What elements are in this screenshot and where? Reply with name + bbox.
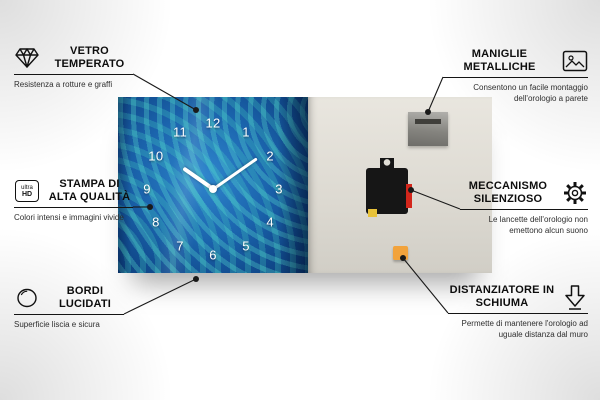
callout-vetro-temperato: VETRO TEMPERATO Resistenza a rotture e g… — [14, 45, 133, 91]
clock-number: 3 — [275, 181, 283, 197]
callout-description: Le lancette dell'orologio non emettono a… — [488, 215, 588, 235]
callout-rule — [460, 209, 588, 210]
callout-distanziatore-schiuma: DISTANZIATORE IN SCHIUMA Permette di man… — [448, 284, 588, 341]
clock-number: 10 — [148, 148, 164, 164]
callout-rule — [14, 314, 124, 315]
ultra-hd-text: HD — [21, 190, 33, 198]
gear-icon — [562, 180, 588, 206]
clock-minute-hand — [212, 157, 258, 191]
clock-number: 1 — [242, 124, 250, 140]
diamond-icon — [14, 47, 40, 69]
clock-number: 6 — [209, 247, 217, 263]
callout-rule — [448, 313, 588, 314]
clock-center-cap — [209, 185, 217, 193]
clock-mechanism — [366, 158, 412, 217]
callout-title: MECCANISMO SILENZIOSO — [468, 180, 548, 205]
leader-dot — [193, 276, 199, 282]
callout-description: Colori intensi e immagini vivide — [14, 213, 124, 222]
callout-title: BORDI LUCIDATI — [58, 285, 112, 310]
callout-description: Resistenza a rotture e graffi — [14, 80, 113, 89]
clock-number: 4 — [266, 214, 274, 230]
clock-number: 8 — [152, 214, 160, 230]
mechanism-hanger-hook — [380, 158, 394, 169]
callout-bordi-lucidati: BORDI LUCIDATI Superficie liscia e sicur… — [14, 285, 124, 331]
clock-number: 12 — [205, 115, 221, 131]
polished-edge-icon — [14, 287, 40, 309]
clock-number: 9 — [143, 181, 151, 197]
callout-meccanismo-silenzioso: MECCANISMO SILENZIOSO Le lancette dell'o… — [460, 180, 588, 237]
foam-spacer — [393, 246, 408, 260]
bracket-slot — [415, 119, 441, 124]
callout-description: Superficie liscia e sicura — [14, 320, 100, 329]
leader-line — [123, 278, 197, 315]
picture-frame-icon — [562, 50, 588, 72]
callout-title: MANIGLIE METALLICHE — [463, 48, 536, 73]
clock-number: 2 — [266, 148, 274, 164]
clock-number: 7 — [176, 238, 184, 254]
clock-number: 5 — [242, 238, 250, 254]
callout-title: DISTANZIATORE IN SCHIUMA — [449, 284, 555, 309]
metal-bracket — [408, 112, 448, 146]
callout-title: VETRO TEMPERATO — [54, 45, 125, 70]
callout-rule — [14, 207, 133, 208]
callout-description: Permette di mantenere l'orologio ad ugua… — [461, 319, 589, 339]
callout-title: STAMPA DI ALTA QUALITÀ — [48, 178, 131, 203]
callout-rule — [443, 77, 588, 78]
callout-maniglie-metalliche: MANIGLIE METALLICHE Consentono un facile… — [443, 48, 588, 105]
mechanism-yellow-part — [368, 209, 377, 217]
down-arrow-icon — [562, 284, 588, 310]
mechanism-red-part — [406, 184, 412, 208]
callout-rule — [14, 74, 133, 75]
clock-back-panel — [308, 97, 492, 273]
clock-number: 11 — [172, 124, 188, 140]
callout-description: Consentono un facile montaggio dell'orol… — [473, 83, 588, 103]
ultra-hd-text: ultra — [21, 184, 33, 191]
